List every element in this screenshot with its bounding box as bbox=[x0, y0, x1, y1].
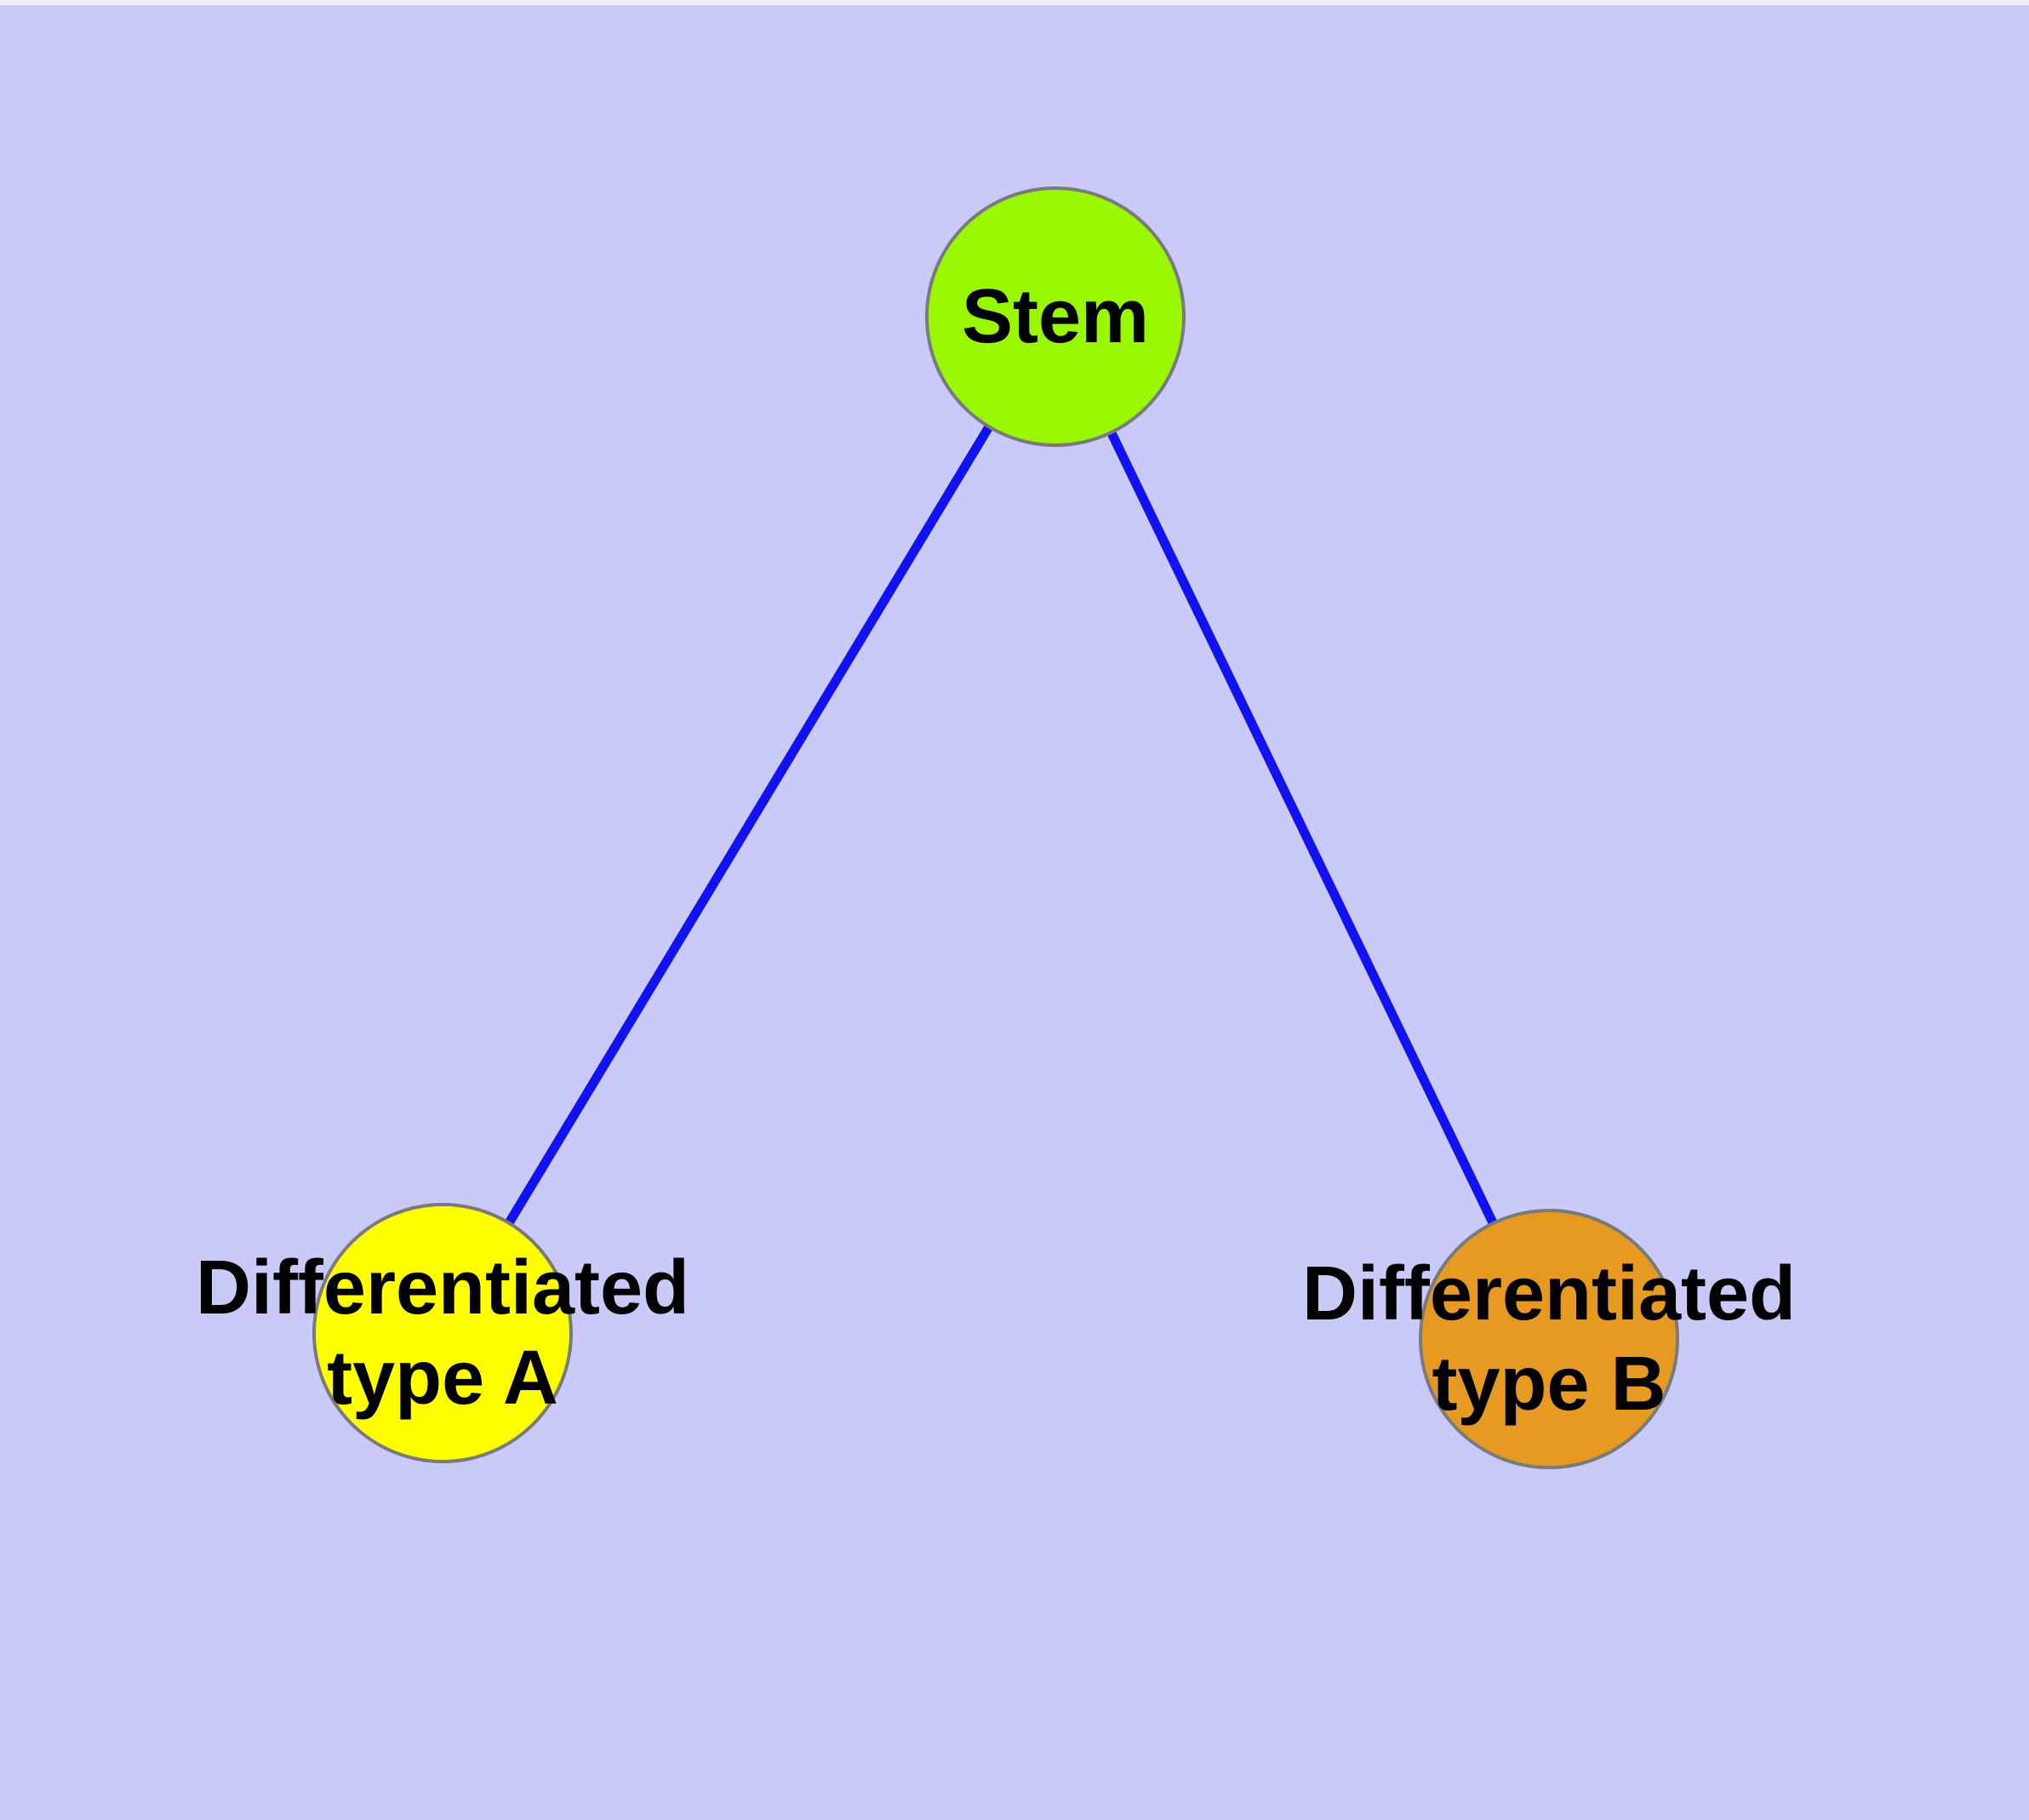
edge-stem-to-type-b bbox=[1051, 314, 1553, 1342]
node-differentiated-type-a bbox=[312, 1203, 573, 1463]
node-type-b-label-line-2: type B bbox=[1432, 1342, 1666, 1427]
top-strip bbox=[0, 0, 2029, 5]
node-stem bbox=[925, 186, 1186, 447]
edge-stem-to-type-a bbox=[438, 314, 1060, 1336]
node-type-a-label-line-1: Differentiated bbox=[196, 1245, 689, 1331]
node-stem-label: Stem bbox=[962, 274, 1149, 359]
node-differentiated-type-b bbox=[1419, 1209, 1679, 1469]
node-type-a-label-line-2: type A bbox=[327, 1336, 558, 1421]
node-type-b-label-line-1: Differentiated bbox=[1302, 1251, 1796, 1336]
